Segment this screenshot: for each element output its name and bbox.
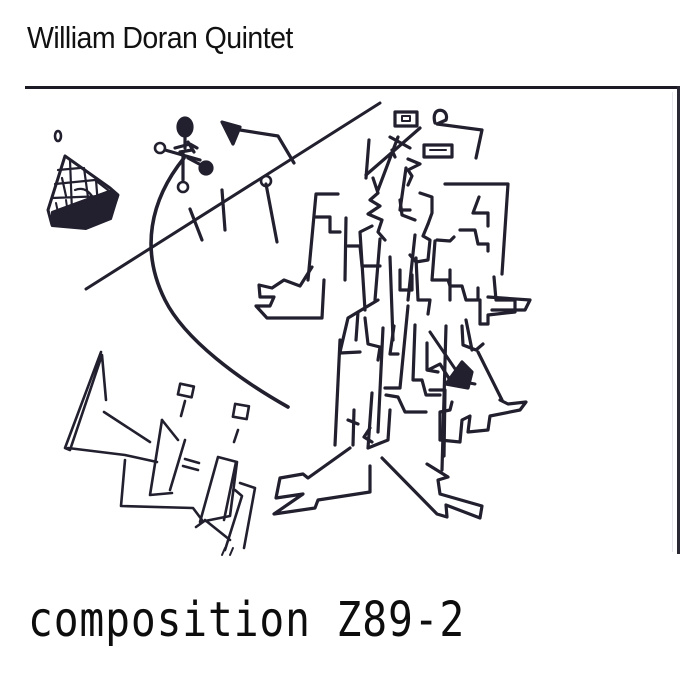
arc-curve-icon (149, 156, 290, 409)
frame-top-border (25, 86, 678, 89)
artist-name: William Doran Quintet (27, 20, 293, 55)
right-foot-icon (438, 398, 528, 444)
weathervane-icon (153, 116, 214, 194)
trumpet-icon (63, 350, 257, 552)
frame-inner-edge (672, 92, 673, 552)
left-arm-icon (254, 265, 326, 320)
flag-arrow-icon (220, 120, 296, 165)
diagonal-line-icon (84, 101, 382, 291)
right-leg-icon (380, 456, 484, 520)
album-title: composition Z89-2 (28, 592, 466, 648)
gridded-pentagon-icon (46, 154, 120, 230)
small-oval-icon (53, 129, 63, 143)
tick-marks-icon (188, 182, 279, 244)
right-arm-detail-icon (486, 295, 532, 312)
dark-triangle-icon (428, 330, 504, 402)
drawing-frame (25, 86, 680, 554)
right-arm-icon (478, 275, 517, 326)
bottom-marks-icon (221, 547, 234, 556)
frame-right-border (677, 86, 680, 554)
tower-lower-icon (333, 298, 485, 472)
tick-circle-icon (259, 174, 273, 188)
left-foot-icon (272, 446, 372, 516)
tower-body-icon (306, 157, 510, 342)
tower-head-icon (364, 108, 484, 192)
